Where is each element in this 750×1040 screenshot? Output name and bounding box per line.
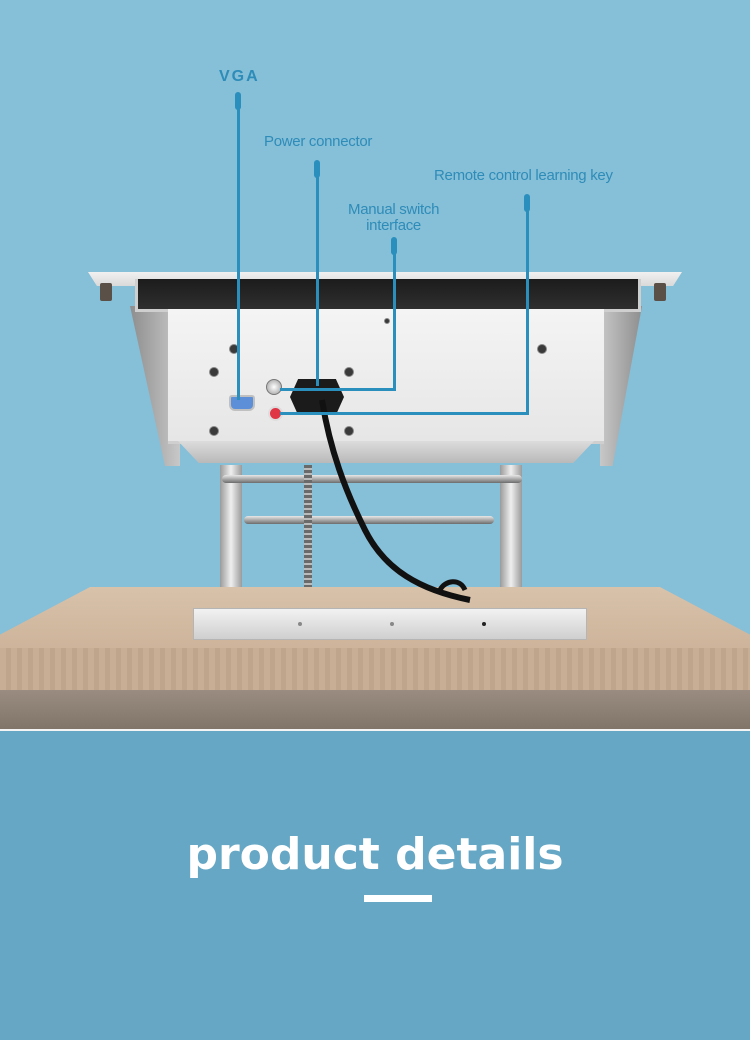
callout-line-power — [316, 168, 319, 386]
label-manual-switch-line2: interface — [366, 217, 421, 234]
callout-line-manual — [393, 245, 396, 391]
callout-line-vga — [237, 100, 240, 400]
product-image-panel: VGA Power connector Manual switch interf… — [0, 0, 750, 730]
lift-bar — [222, 475, 522, 483]
lift-frame-right — [500, 465, 522, 610]
title-underline — [364, 895, 432, 902]
vga-port — [229, 395, 255, 411]
base-hole — [390, 622, 394, 626]
base-hole — [482, 622, 486, 626]
callout-line-remote — [526, 202, 529, 415]
section-title: product details — [186, 829, 564, 880]
mount-bolt-right — [654, 283, 666, 301]
table-front-edge — [0, 648, 750, 690]
lift-box-underside — [178, 441, 594, 463]
callout-line-remote-h — [280, 412, 529, 415]
section-divider — [0, 729, 750, 731]
lift-control-box — [168, 309, 604, 444]
label-remote-learning-key: Remote control learning key — [434, 167, 613, 184]
label-power-connector: Power connector — [264, 133, 373, 150]
screw — [537, 344, 547, 354]
label-vga: VGA — [219, 68, 260, 85]
lift-bar — [244, 516, 494, 524]
label-manual-switch-line1: Manual switch — [348, 201, 440, 218]
lift-rack — [304, 465, 312, 600]
base-hole — [298, 622, 302, 626]
callout-line-manual-h — [280, 388, 396, 391]
section-header-panel — [0, 731, 750, 1040]
screw — [344, 426, 354, 436]
lift-base-plate — [193, 608, 587, 640]
screw — [209, 426, 219, 436]
monitor-screen-edge — [135, 279, 641, 312]
screw-hole — [384, 318, 390, 324]
lift-frame-left — [220, 465, 242, 610]
manual-switch-port — [266, 379, 282, 395]
mount-bolt-left — [100, 283, 112, 301]
screw — [344, 367, 354, 377]
table-apron — [0, 690, 750, 730]
label-manual-switch: Manual switch interface — [348, 202, 439, 234]
housing-right-wing — [600, 306, 642, 466]
screw — [209, 367, 219, 377]
